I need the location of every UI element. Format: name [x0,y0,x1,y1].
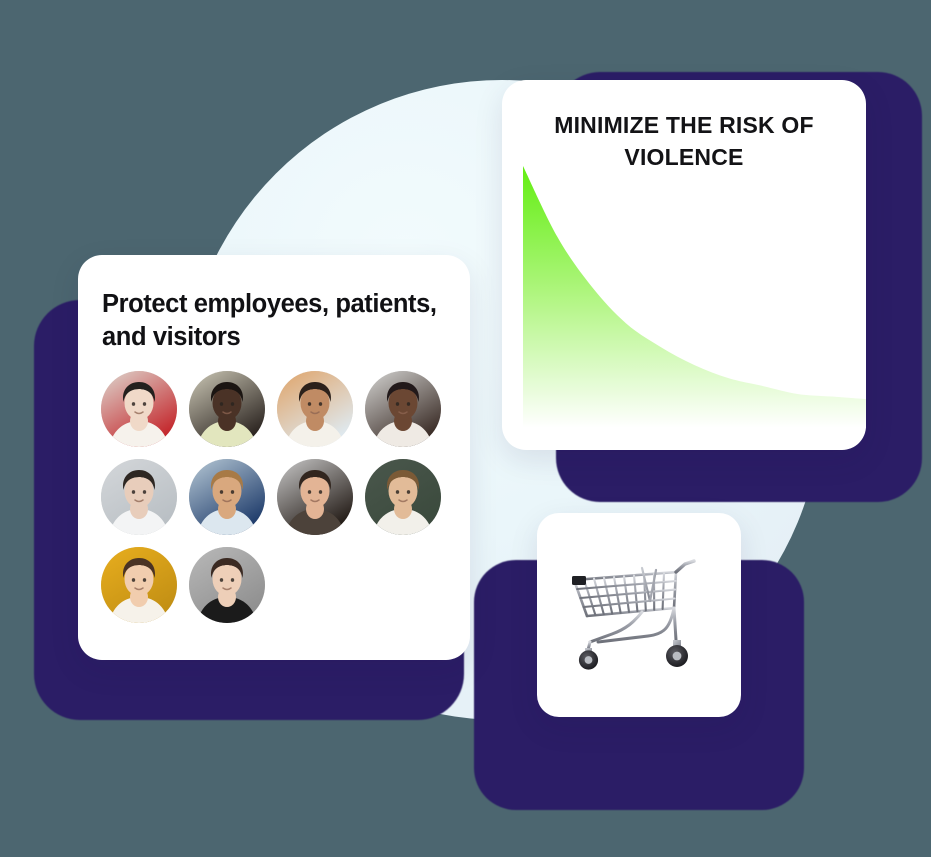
risk-decay-area-chart [523,166,866,428]
avatar-man-beard-smiling [277,459,353,536]
avatar-woman-long-hair-gray [189,547,265,624]
people-card: Protect employees, patients, and visitor… [78,255,470,660]
chart-title: MINIMIZE THE RISK OF VIOLENCE [554,112,814,170]
avatar-woman-red-flower [101,371,177,448]
cart-card [537,513,741,717]
avatar-woman-afro [365,371,441,448]
avatar-grid [78,353,461,635]
avatar-woman-blonde-curls [189,459,265,536]
people-card-title: Protect employees, patients, and visitor… [102,290,437,351]
avatar-young-man-white-sweater [365,459,441,536]
avatar-woman-hand-shadow [101,459,177,536]
avatar-man-glasses [189,371,265,448]
avatar-woman-curly-hair [277,371,353,448]
shopping-cart-icon [564,556,714,674]
chart-card: MINIMIZE THE RISK OF VIOLENCE [502,80,866,450]
avatar-woman-bun-yellow [101,547,177,624]
